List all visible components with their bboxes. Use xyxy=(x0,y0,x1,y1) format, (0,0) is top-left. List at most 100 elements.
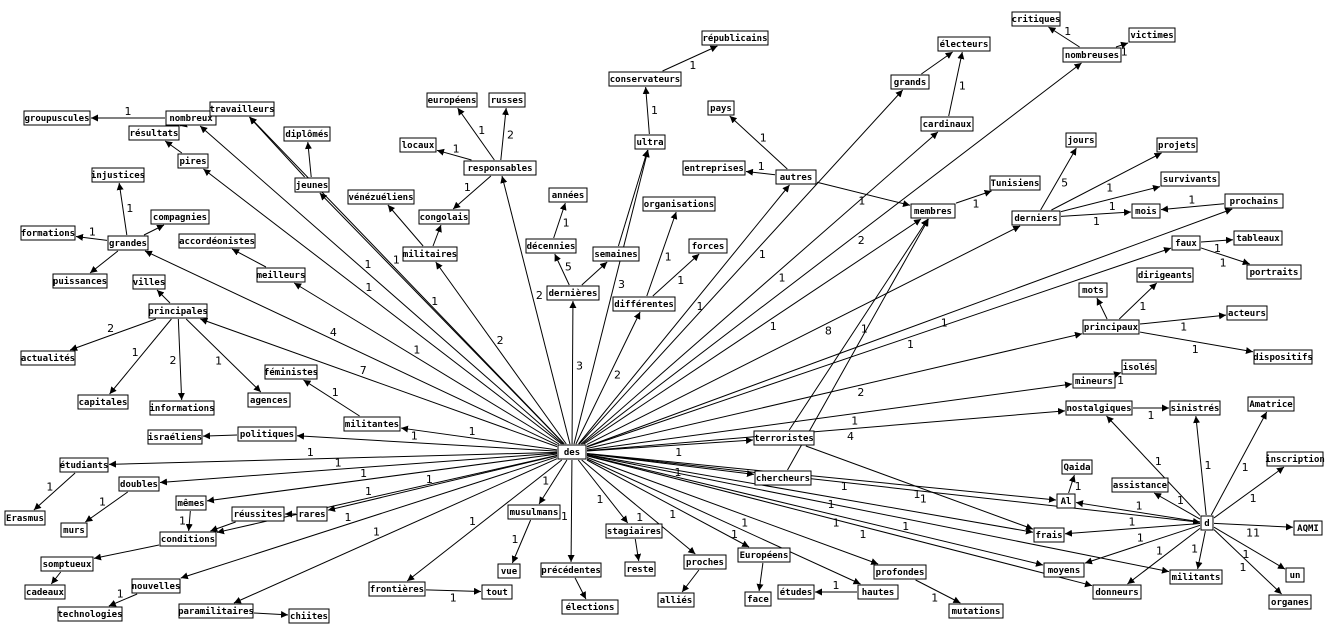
node-reste: reste xyxy=(624,561,656,577)
edge-derniers-mois xyxy=(1060,208,1132,217)
node-label: Al xyxy=(1061,497,1072,507)
edge-des-militantes xyxy=(400,425,558,451)
edge-label-terroristes-membres: 1 xyxy=(861,322,868,335)
node-principaux: principaux xyxy=(1082,319,1140,335)
node-groupuscules: groupuscules xyxy=(23,110,91,126)
node-label: jours xyxy=(1067,135,1094,146)
edge-label-stagiaires: 1 xyxy=(596,493,603,506)
edge-autres-membres xyxy=(816,181,911,208)
edge-des-europeens_cap xyxy=(586,459,750,548)
edge-derniers-projets xyxy=(1051,152,1162,211)
node-box xyxy=(159,531,217,547)
edge-label-frontieres-tout: 1 xyxy=(450,592,457,605)
node-box xyxy=(1293,520,1323,536)
edge-des-doubles xyxy=(159,452,558,486)
edge-des-principaux xyxy=(586,331,1083,450)
edges-layer xyxy=(33,26,1294,618)
node-label: précédentes xyxy=(541,565,601,576)
edge-label-grandes-formations: 1 xyxy=(89,225,96,238)
node-box xyxy=(1043,562,1085,578)
node-locaux: locaux xyxy=(399,137,437,153)
edge-label-decennies-annees: 1 xyxy=(563,217,570,230)
node-feministes: féministes xyxy=(264,364,318,380)
edge-label-membres-tunisiens: 1 xyxy=(973,198,980,211)
edge-d-donneurs xyxy=(1127,527,1201,585)
node-decennies: décennies xyxy=(525,238,577,254)
edge-label-principaux-acteurs: 1 xyxy=(1180,321,1187,334)
edge-label-terroristes: 1 xyxy=(675,446,682,459)
node-label: mots xyxy=(1082,286,1104,296)
edge-label-militantes-feministes: 1 xyxy=(332,386,339,399)
edge-des-d xyxy=(586,453,1201,525)
node-critiques: critiques xyxy=(1011,11,1061,27)
node-label: chercheurs xyxy=(756,474,810,484)
edge-militaires-congolais xyxy=(432,224,442,247)
node-label: acteurs xyxy=(1228,309,1266,319)
edge-des-frontieres xyxy=(406,459,563,582)
edge-label-principales-informations: 2 xyxy=(170,354,177,367)
edge-label-nombreuses: 2 xyxy=(858,234,865,247)
node-principales: principales xyxy=(148,303,208,319)
node-label: vénézuéliens xyxy=(348,192,413,203)
node-label: congolais xyxy=(420,212,469,223)
node-actualites: actualités xyxy=(20,350,76,366)
edge-frontieres-tout xyxy=(425,587,482,595)
node-box xyxy=(118,476,160,492)
node-survivants: survivants xyxy=(1160,171,1220,187)
node-box xyxy=(20,225,76,241)
edge-label-etudiants: 1 xyxy=(307,446,314,459)
node-box xyxy=(873,564,927,580)
edge-label-doubles-murs: 1 xyxy=(99,495,106,508)
edge-label-d-sinistres: 1 xyxy=(1204,459,1211,472)
node-paramilitaires: paramilitaires xyxy=(178,603,254,619)
node-box xyxy=(463,160,537,176)
node-box xyxy=(1065,400,1133,416)
edge-d-al xyxy=(1075,500,1201,523)
edge-label-derniers-mois: 1 xyxy=(1093,215,1100,228)
edge-conservateurs-republicains xyxy=(662,45,718,72)
edge-des-membres xyxy=(583,218,922,445)
edge-label-d-moyens: 1 xyxy=(1137,532,1144,545)
node-conservateurs: conservateurs xyxy=(608,71,682,87)
node-box xyxy=(402,246,458,262)
node-box xyxy=(1121,359,1157,375)
node-box xyxy=(91,167,145,183)
node-label: moyens xyxy=(1048,566,1081,576)
node-box xyxy=(1062,47,1122,63)
edge-label-etudiants-erasmus: 1 xyxy=(46,480,53,493)
edge-faux-portraits xyxy=(1200,247,1250,266)
edge-nouvelles-technologies xyxy=(108,593,138,607)
edge-label-travailleurs: 1 xyxy=(393,253,400,266)
node-box xyxy=(1056,493,1076,509)
node-box xyxy=(937,36,991,52)
node-musulmans: musulmans xyxy=(507,504,561,520)
node-box xyxy=(753,430,815,446)
node-label: formations xyxy=(21,228,75,239)
node-label: tableaux xyxy=(1236,234,1280,244)
node-box xyxy=(948,603,1004,619)
node-label: semaines xyxy=(594,249,637,260)
node-label: somptueux xyxy=(43,560,92,570)
node-somptueux: somptueux xyxy=(40,556,94,572)
edge-label-rares: 1 xyxy=(426,473,433,486)
node-label: victimes xyxy=(1130,30,1173,41)
node-box xyxy=(150,209,210,225)
node-box xyxy=(1061,459,1093,475)
node-mois: mois xyxy=(1131,203,1161,219)
edge-responsables-europeens xyxy=(457,107,495,161)
node-pires: pires xyxy=(177,153,209,169)
node-tableaux: tableaux xyxy=(1233,230,1283,246)
node-profondes: profondes xyxy=(873,564,927,580)
node-box xyxy=(175,495,207,511)
node-moyens: moyens xyxy=(1043,562,1085,578)
node-box xyxy=(1092,584,1142,600)
edge-label-principaux-dirigeants: 1 xyxy=(1139,300,1146,313)
edge-label-grandes-injustices: 1 xyxy=(126,202,133,215)
node-box xyxy=(857,584,899,600)
node-box xyxy=(237,426,297,442)
edge-nombreuses-critiques xyxy=(1048,26,1080,48)
node-tout: tout xyxy=(481,584,513,600)
edge-label-derniers-projets: 1 xyxy=(1106,182,1113,195)
node-label: rares xyxy=(298,510,325,520)
edge-label-nombreux: 1 xyxy=(364,258,371,271)
